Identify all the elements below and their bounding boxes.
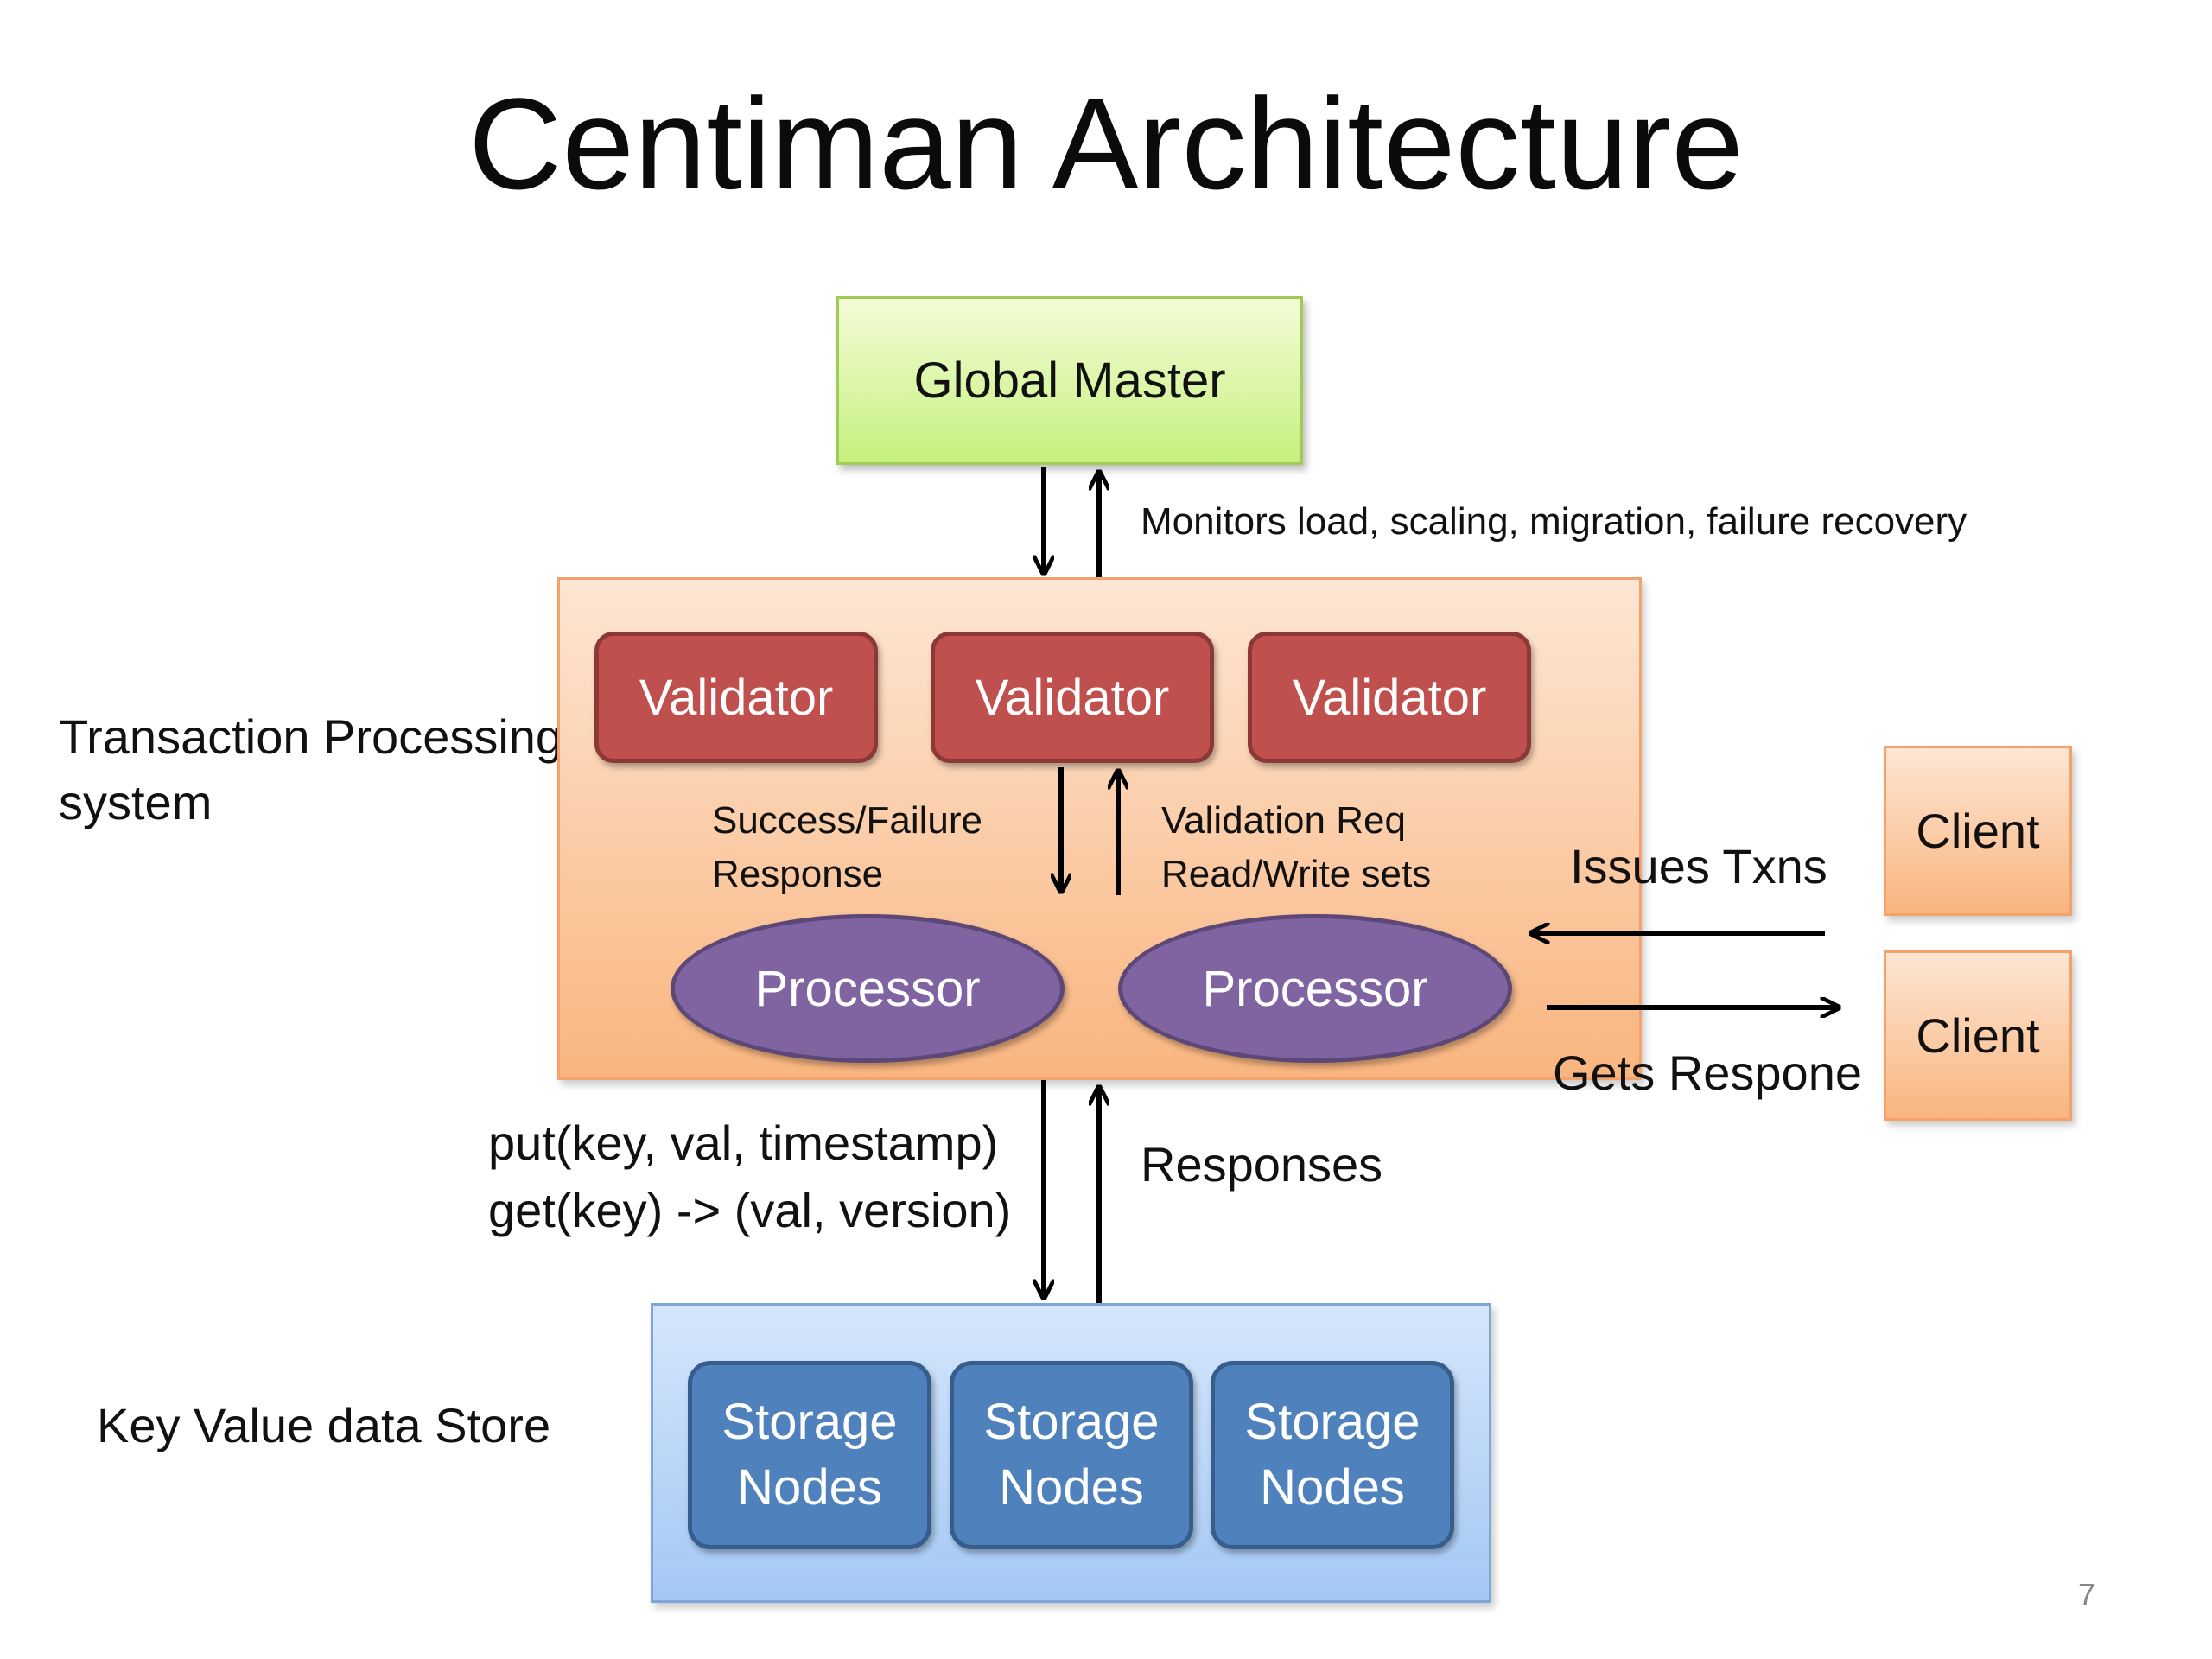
storage-nodes-box-1: Storage Nodes bbox=[688, 1361, 931, 1549]
global-master-box: Global Master bbox=[836, 296, 1303, 465]
processor-ellipse-2: Processor bbox=[1118, 914, 1512, 1063]
client-label: Client bbox=[1916, 1008, 2040, 1063]
validation-req-label-line1: Validation Req bbox=[1161, 799, 1406, 842]
gets-response-label: Gets Respone bbox=[1553, 1046, 1862, 1100]
success-failure-label-line2: Response bbox=[712, 853, 884, 895]
put-label: put(key, val, timestamp) bbox=[488, 1116, 999, 1170]
validator-label: Validator bbox=[639, 669, 834, 726]
processor-ellipse-1: Processor bbox=[671, 914, 1065, 1063]
storage-nodes-box-3: Storage Nodes bbox=[1211, 1361, 1454, 1549]
processor-label: Processor bbox=[754, 960, 981, 1017]
monitor-label: Monitors load, scaling, migration, failu… bbox=[1141, 500, 1967, 543]
kv-store-label: Key Value data Store bbox=[97, 1398, 551, 1452]
validator-box-3: Validator bbox=[1248, 632, 1531, 763]
storage-nodes-box-2: Storage Nodes bbox=[950, 1361, 1193, 1549]
validator-label: Validator bbox=[1292, 669, 1487, 726]
validator-box-2: Validator bbox=[931, 632, 1214, 763]
storage-label-line1: Storage bbox=[983, 1394, 1160, 1450]
storage-label-line2: Nodes bbox=[1260, 1459, 1405, 1516]
validation-req-label-line2: Read/Write sets bbox=[1161, 853, 1432, 895]
get-label: get(key) -> (val, version) bbox=[488, 1183, 1012, 1237]
page-number: 7 bbox=[2078, 1577, 2096, 1612]
issues-txns-label: Issues Txns bbox=[1570, 839, 1827, 893]
tps-label-line1: Transaction Processing bbox=[59, 709, 563, 764]
responses-label: Responses bbox=[1141, 1137, 1383, 1192]
tps-label-line2: system bbox=[59, 775, 213, 830]
client-box-1: Client bbox=[1884, 746, 2072, 916]
processor-label: Processor bbox=[1202, 960, 1428, 1017]
success-failure-label-line1: Success/Failure bbox=[712, 799, 983, 842]
global-master-label: Global Master bbox=[913, 353, 1226, 409]
storage-label-line2: Nodes bbox=[737, 1459, 882, 1516]
client-label: Client bbox=[1916, 804, 2040, 858]
slide-title: Centiman Architecture bbox=[468, 71, 1744, 216]
storage-label-line2: Nodes bbox=[999, 1459, 1144, 1516]
storage-label-line1: Storage bbox=[1244, 1394, 1421, 1450]
validator-label: Validator bbox=[975, 669, 1170, 726]
validator-box-1: Validator bbox=[594, 632, 878, 763]
storage-label-line1: Storage bbox=[721, 1394, 898, 1450]
client-box-2: Client bbox=[1884, 950, 2072, 1121]
